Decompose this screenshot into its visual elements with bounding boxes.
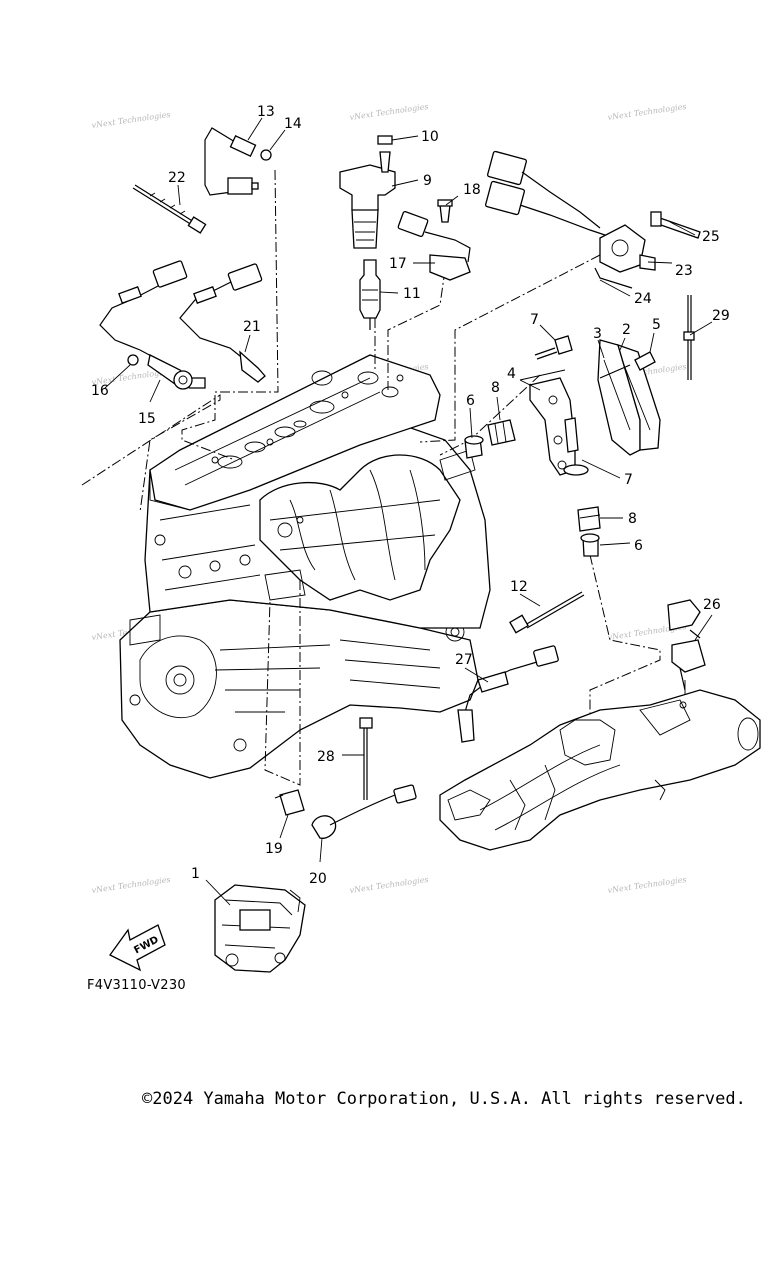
callout-20: 20 [309,871,327,887]
part-12-bolt [509,591,585,634]
callout-numbers: 1 2 3 4 5 6 6 7 7 8 8 9 10 11 12 13 14 1… [91,104,730,887]
callout-29: 29 [712,308,730,324]
callout-12: 12 [510,579,528,595]
callout-11: 11 [403,286,421,302]
part-29-cable-tie [683,295,695,380]
callout-10: 10 [421,129,439,145]
callout-7b: 7 [624,472,633,488]
watermark: vNext Technologies [349,875,429,895]
callout-8b: 8 [628,511,637,527]
callout-7: 7 [530,312,539,328]
watermark: vNext Technologies [349,102,429,122]
callout-18: 18 [463,182,481,198]
part-6-8-collar-grommet [464,419,601,557]
exhaust-pipe [439,680,761,851]
part-22-bolt [132,184,207,234]
copyright-notice: ©2024 Yamaha Motor Corporation, U.S.A. A… [142,1089,746,1109]
part-15-sensor [127,354,206,390]
watermark: vNext Technologies [607,102,687,122]
watermark: vNext Technologies [91,110,171,130]
part-5-bolt [599,351,656,379]
part-17-sensor [397,199,471,281]
callout-19: 19 [265,841,283,857]
callout-26: 26 [703,597,721,613]
callout-27: 27 [455,652,473,668]
part-7-bolt [534,335,589,476]
engine-block [119,354,491,779]
fwd-arrow: FWD [109,924,166,972]
callout-25: 25 [702,229,720,245]
callout-5: 5 [652,317,661,333]
callout-6b: 6 [634,538,643,554]
callout-17: 17 [389,256,407,272]
callout-21: 21 [243,319,261,335]
part-23-sensor [485,150,701,289]
part-9-ignition-coil [339,135,396,249]
callout-14: 14 [284,116,302,132]
callout-24: 24 [634,291,652,307]
callout-2: 2 [622,322,631,338]
part-11-spark-plug [359,259,381,330]
callout-28: 28 [317,749,335,765]
part-26-connector [667,599,706,691]
part-21-sensor [99,260,266,383]
callout-16: 16 [91,383,109,399]
callout-3: 3 [593,326,602,342]
part-20-sensor [311,784,417,839]
part-27-sensor [457,645,559,743]
watermark: vNext Technologies [91,875,171,895]
watermark: vNext Technologies [607,875,687,895]
diagram-code: F4V3110-V230 [87,978,186,993]
callout-13: 13 [257,104,275,120]
callout-6: 6 [466,393,475,409]
callout-leaders [104,117,713,906]
part-2-3-plates [597,339,661,456]
part-13-sensor [204,127,272,196]
part-1-assembly [214,884,306,973]
callout-4: 4 [507,366,516,382]
part-28-cable-tie [359,717,373,800]
part-19-sensor [274,789,305,816]
callout-22: 22 [168,170,186,186]
callout-8: 8 [491,380,500,396]
callout-9: 9 [423,173,432,189]
callout-23: 23 [675,263,693,279]
callout-1: 1 [191,866,200,882]
callout-15: 15 [138,411,156,427]
